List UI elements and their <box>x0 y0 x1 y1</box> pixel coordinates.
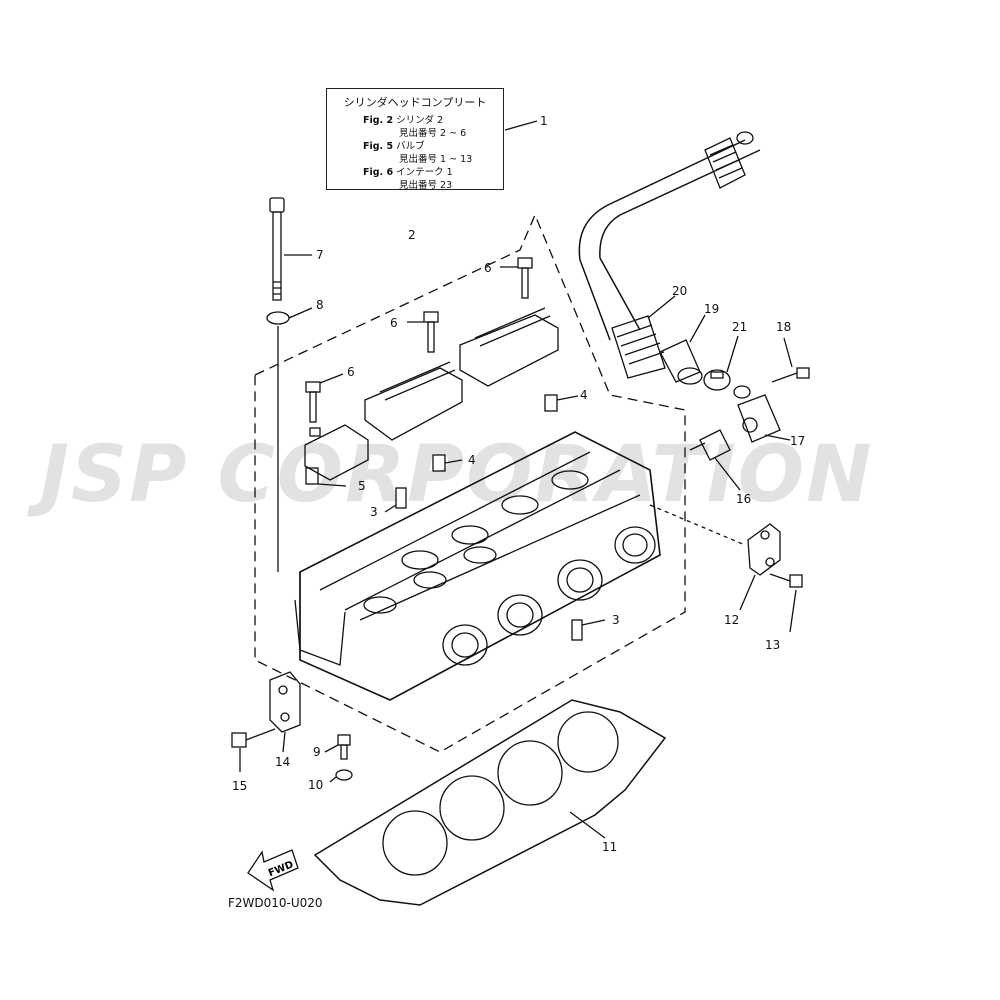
callout-4a: 4 <box>580 388 588 402</box>
note-box: シリンダヘッドコンプリート Fig. 2 シリンダ 2 見出番号 2 ~ 6 F… <box>326 88 504 191</box>
dowel-4b <box>432 454 446 472</box>
hose-20 <box>611 315 666 379</box>
hose-pipe <box>578 139 746 341</box>
bolt-6b <box>423 311 439 353</box>
note-line-3: Fig. 5 バルブ <box>363 141 425 152</box>
clamp-21 <box>703 369 731 391</box>
note-line-5: Fig. 6 インテーク 1 <box>363 167 453 178</box>
washer-10 <box>335 769 353 781</box>
callout-21: 21 <box>732 320 748 334</box>
plate-14 <box>269 671 301 733</box>
washer-8 <box>266 311 290 325</box>
note-line-1: Fig. 2 シリンダ 2 <box>363 115 444 126</box>
cam-area <box>363 470 589 614</box>
fwd-arrow <box>247 849 299 892</box>
callout-6b: 6 <box>390 316 398 330</box>
note-line-6: 見出番号 23 <box>399 180 453 191</box>
callout-17: 17 <box>790 434 806 448</box>
callout-3a: 3 <box>370 505 378 519</box>
callout-10: 10 <box>308 778 324 792</box>
drawing-code: F2WD010-U020 <box>228 896 323 910</box>
callout-2: 2 <box>408 228 416 242</box>
callout-18: 18 <box>776 320 792 334</box>
bolt-6c <box>517 257 533 299</box>
head-gasket-11 <box>313 699 667 906</box>
callout-20: 20 <box>672 284 688 298</box>
note-line-4: 見出番号 1 ~ 13 <box>399 154 473 165</box>
callout-16: 16 <box>736 492 752 506</box>
guide-3b <box>571 619 583 641</box>
callout-6a: 6 <box>347 365 355 379</box>
callout-11: 11 <box>602 840 618 854</box>
note-line-2: 見出番号 2 ~ 6 <box>399 128 467 139</box>
cam-cap-right <box>459 307 559 387</box>
cam-cap-left <box>304 424 369 481</box>
stud-bolt-7 <box>269 197 312 301</box>
watermark: JSP CORPORATION <box>40 430 874 520</box>
callout-15: 15 <box>232 779 248 793</box>
bolt-13 <box>769 573 803 588</box>
hose-coupling-top <box>704 131 754 189</box>
callout-13: 13 <box>765 638 781 652</box>
callout-14: 14 <box>275 755 291 769</box>
note-title: シリンダヘッドコンプリート <box>343 96 487 109</box>
dowel-5 <box>305 467 319 485</box>
callout-5: 5 <box>358 479 366 493</box>
callout-7: 7 <box>316 248 324 262</box>
callout-12: 12 <box>724 613 740 627</box>
callout-8: 8 <box>316 298 324 312</box>
elbow-17 <box>733 385 781 443</box>
guide-3a <box>395 487 407 509</box>
callout-3b: 3 <box>612 613 620 627</box>
plate-12 <box>747 523 781 576</box>
cam-cap-middle <box>364 361 463 441</box>
assembly-boundary-dashed <box>254 213 686 753</box>
dowel-4a <box>544 394 558 412</box>
exhaust-ports <box>442 526 656 666</box>
callout-19: 19 <box>704 302 720 316</box>
hose-19 <box>659 339 703 385</box>
leader-1 <box>504 120 538 131</box>
bolt-6a <box>305 381 321 423</box>
callout-9: 9 <box>313 745 321 759</box>
callout-6c: 6 <box>484 261 492 275</box>
bolt-15 <box>231 728 276 748</box>
bolt-18 <box>771 367 810 383</box>
fitting-16 <box>689 429 731 461</box>
callout-1: 1 <box>540 114 548 128</box>
callout-4b: 4 <box>468 453 476 467</box>
bolt-9 <box>337 734 351 760</box>
